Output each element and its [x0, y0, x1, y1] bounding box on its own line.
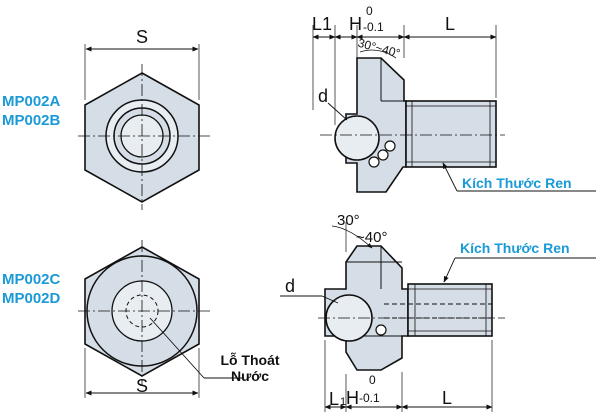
- drain-hole-label: Lỗ Thoát: [220, 352, 279, 368]
- dim-H-upper-tol: 0: [366, 4, 373, 18]
- thread-size-label: Kích Thước Ren: [462, 175, 572, 191]
- model-group-top: MP002A MP002B: [2, 92, 60, 130]
- dim-L-label: L: [442, 388, 452, 408]
- hex-front-view-top: S: [78, 27, 210, 210]
- thread-size-label: Kích Thước Ren: [460, 240, 570, 256]
- angle-label: 30°~40°: [356, 36, 402, 61]
- dim-H-upper-tol: 0: [369, 373, 376, 387]
- dim-L1-label: L1: [312, 14, 332, 34]
- dim-S-label: S: [136, 27, 148, 47]
- model-label: MP002B: [2, 112, 61, 129]
- angle-label: ~40°: [356, 229, 387, 246]
- side-view-top: L1 H 0 -0.1 L 30°~40° d Kích Thước Ren: [312, 4, 596, 193]
- angle-label: 30°: [337, 212, 360, 229]
- dim-H-label: H: [346, 388, 359, 408]
- model-group-bottom: MP002C MP002D: [2, 270, 60, 308]
- model-label: MP002A: [2, 93, 61, 110]
- dim-d-label: d: [318, 86, 328, 106]
- hex-front-view-bottom: S Lỗ Thoát Nước: [78, 240, 280, 398]
- side-view-bottom: L 1 H 0 -0.1 L 30° ~40° d Kích Thước Ren: [280, 212, 596, 412]
- dim-S-label: S: [136, 376, 148, 396]
- dim-d-label: d: [285, 276, 295, 296]
- drain-hole-label: Nước: [231, 368, 269, 384]
- dim-L-label: L: [445, 14, 455, 34]
- model-label: MP002C: [2, 271, 61, 288]
- dim-L1-subscript: 1: [340, 396, 346, 408]
- dim-L1-label: L: [329, 389, 339, 409]
- dim-H-lower-tol: -0.1: [359, 391, 380, 405]
- model-label: MP002D: [2, 290, 61, 307]
- dim-H-label: H: [349, 14, 362, 34]
- dim-H-lower-tol: -0.1: [363, 20, 384, 34]
